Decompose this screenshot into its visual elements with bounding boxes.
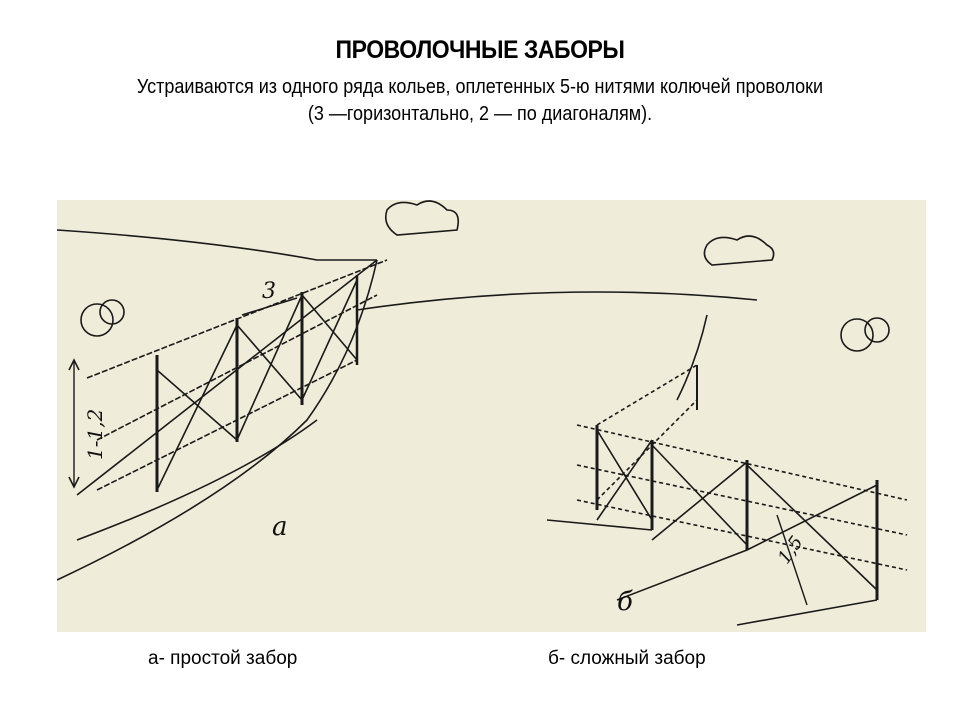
slide-subtitle-line1: Устраиваются из одного ряда кольев, опле…	[136, 76, 824, 98]
fence-drawing: 3 1-1,2 а 1,5 б	[57, 200, 908, 626]
caption-simple-fence: а- простой забор	[148, 648, 298, 669]
slope-edge	[57, 259, 378, 581]
figure-letter-b: б	[617, 587, 633, 617]
caption-complex-fence: б- сложный забор	[548, 648, 706, 669]
horizon-line-left	[57, 229, 377, 261]
cloud-left	[384, 200, 460, 236]
height-label-a: 1-1,2	[83, 409, 107, 460]
fence-illustration: 3 1-1,2 а 1,5 б	[57, 200, 926, 632]
cloud-right	[703, 235, 775, 266]
slide-title: ПРОВОЛОЧНЫЕ ЗАБОРЫ	[335, 36, 625, 64]
spacing-label-a: 3	[262, 279, 276, 304]
horizon-line-right	[356, 291, 758, 311]
figure-letter-a: а	[272, 512, 288, 542]
slide-subtitle-line2: (3 —горизонтально, 2 — по диагоналям).	[307, 103, 653, 125]
spacing-label-b: 1,5	[774, 532, 808, 568]
